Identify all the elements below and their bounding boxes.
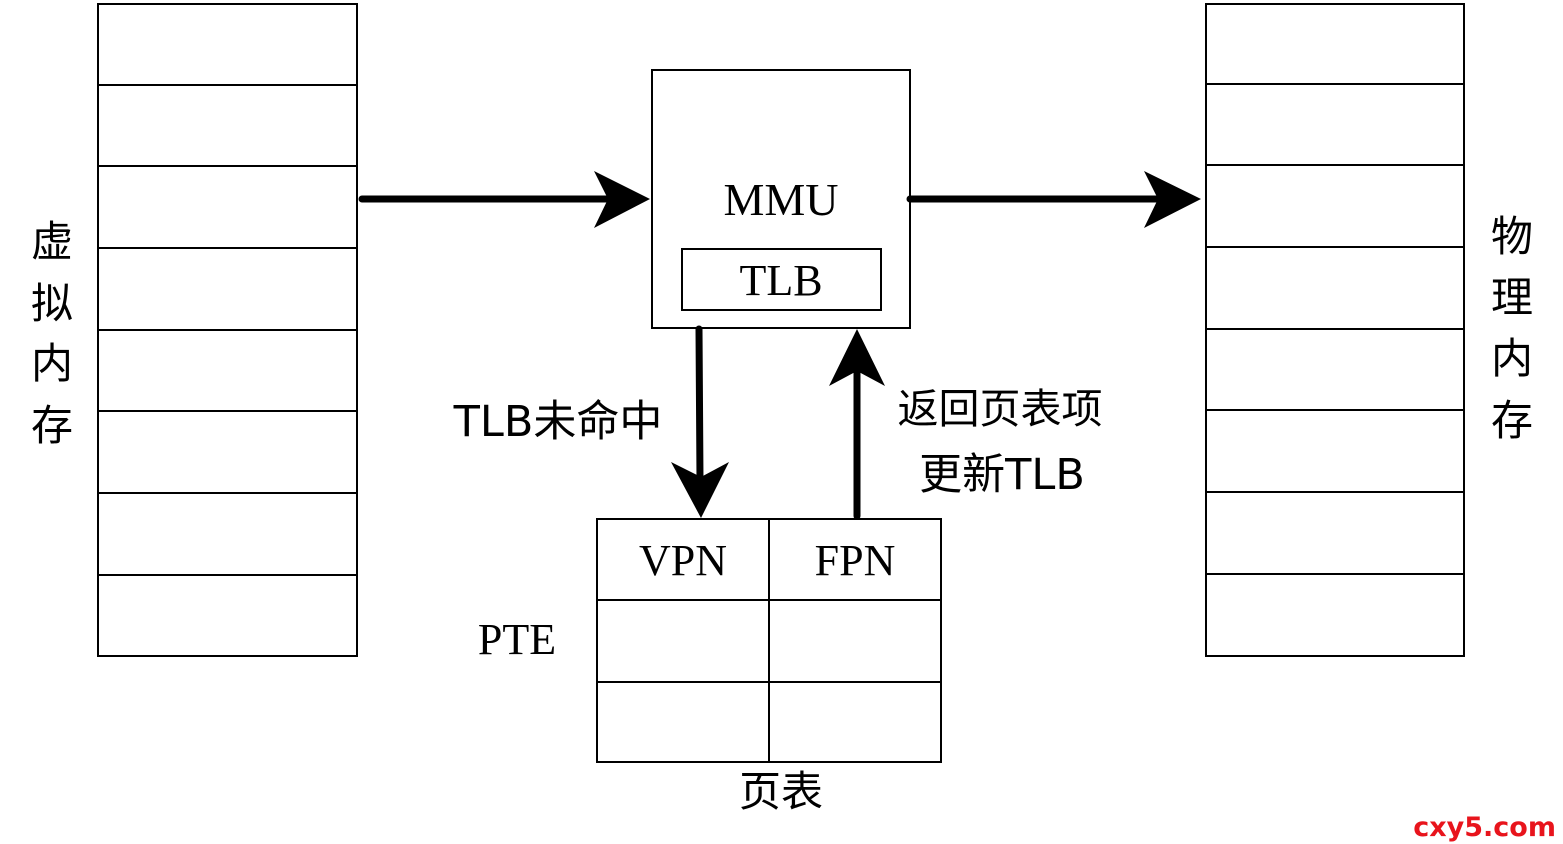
page-table: VPN FPN bbox=[596, 518, 942, 763]
vpn-header: VPN bbox=[639, 536, 727, 585]
virtual-memory-label-char: 存 bbox=[31, 401, 73, 450]
watermark: cxy5.com bbox=[1413, 812, 1556, 843]
mmu-box: MMU TLB bbox=[651, 69, 911, 329]
arrow-return-pte bbox=[829, 329, 885, 520]
mmu-label: MMU bbox=[723, 174, 838, 225]
tlb-miss-label: TLB未命中 bbox=[453, 397, 663, 447]
physical-memory-label-char: 物 bbox=[1491, 212, 1533, 261]
return-pte-label: 返回页表项 bbox=[898, 385, 1103, 433]
physical-memory-block bbox=[1205, 3, 1465, 657]
arrow-mmu-to-physical bbox=[906, 171, 1201, 228]
arrow-tlb-miss bbox=[671, 325, 729, 518]
tlb-label: TLB bbox=[739, 256, 822, 305]
fpn-header: FPN bbox=[815, 536, 896, 585]
virtual-memory-label-char: 拟 bbox=[31, 279, 73, 328]
physical-memory-label-char: 内 bbox=[1491, 334, 1533, 383]
virtual-memory-label-char: 虚 bbox=[31, 217, 73, 266]
pte-label: PTE bbox=[478, 615, 556, 664]
physical-memory-label-char: 理 bbox=[1491, 273, 1533, 322]
tlb-box bbox=[681, 248, 882, 311]
virtual-memory-label-char: 内 bbox=[31, 339, 73, 388]
update-tlb-label: 更新TLB bbox=[919, 450, 1085, 500]
physical-memory-label-char: 存 bbox=[1491, 396, 1533, 445]
page-table-label: 页表 bbox=[739, 767, 823, 816]
arrow-virtual-to-mmu bbox=[358, 171, 650, 228]
virtual-memory-block bbox=[97, 3, 358, 657]
